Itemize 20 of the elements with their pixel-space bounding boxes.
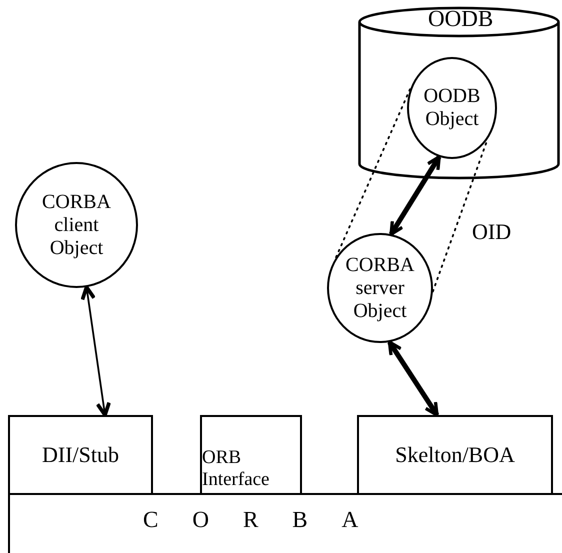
component-box — [8, 415, 153, 495]
node-label: Skelton/BOA — [395, 442, 515, 468]
node-label: CORBA server Object — [344, 254, 416, 322]
node-label: DII/Stub — [42, 442, 119, 468]
database-label: OODB — [428, 5, 494, 33]
platform-bar — [8, 493, 562, 553]
object-circle — [407, 57, 497, 159]
object-circle — [15, 162, 138, 288]
object-circle — [327, 233, 433, 343]
node-label: CORBA client Object — [41, 190, 112, 260]
double-arrow — [80, 285, 111, 417]
node-label: CORBA — [143, 507, 392, 533]
node-label: OODB Object — [422, 85, 482, 131]
double-arrow — [389, 155, 442, 236]
component-box — [357, 415, 553, 495]
double-arrow — [387, 340, 440, 417]
dotted-line — [335, 86, 412, 258]
component-box — [200, 415, 302, 495]
node-label: ORB Interface — [202, 447, 270, 492]
database-cylinder — [358, 6, 560, 182]
